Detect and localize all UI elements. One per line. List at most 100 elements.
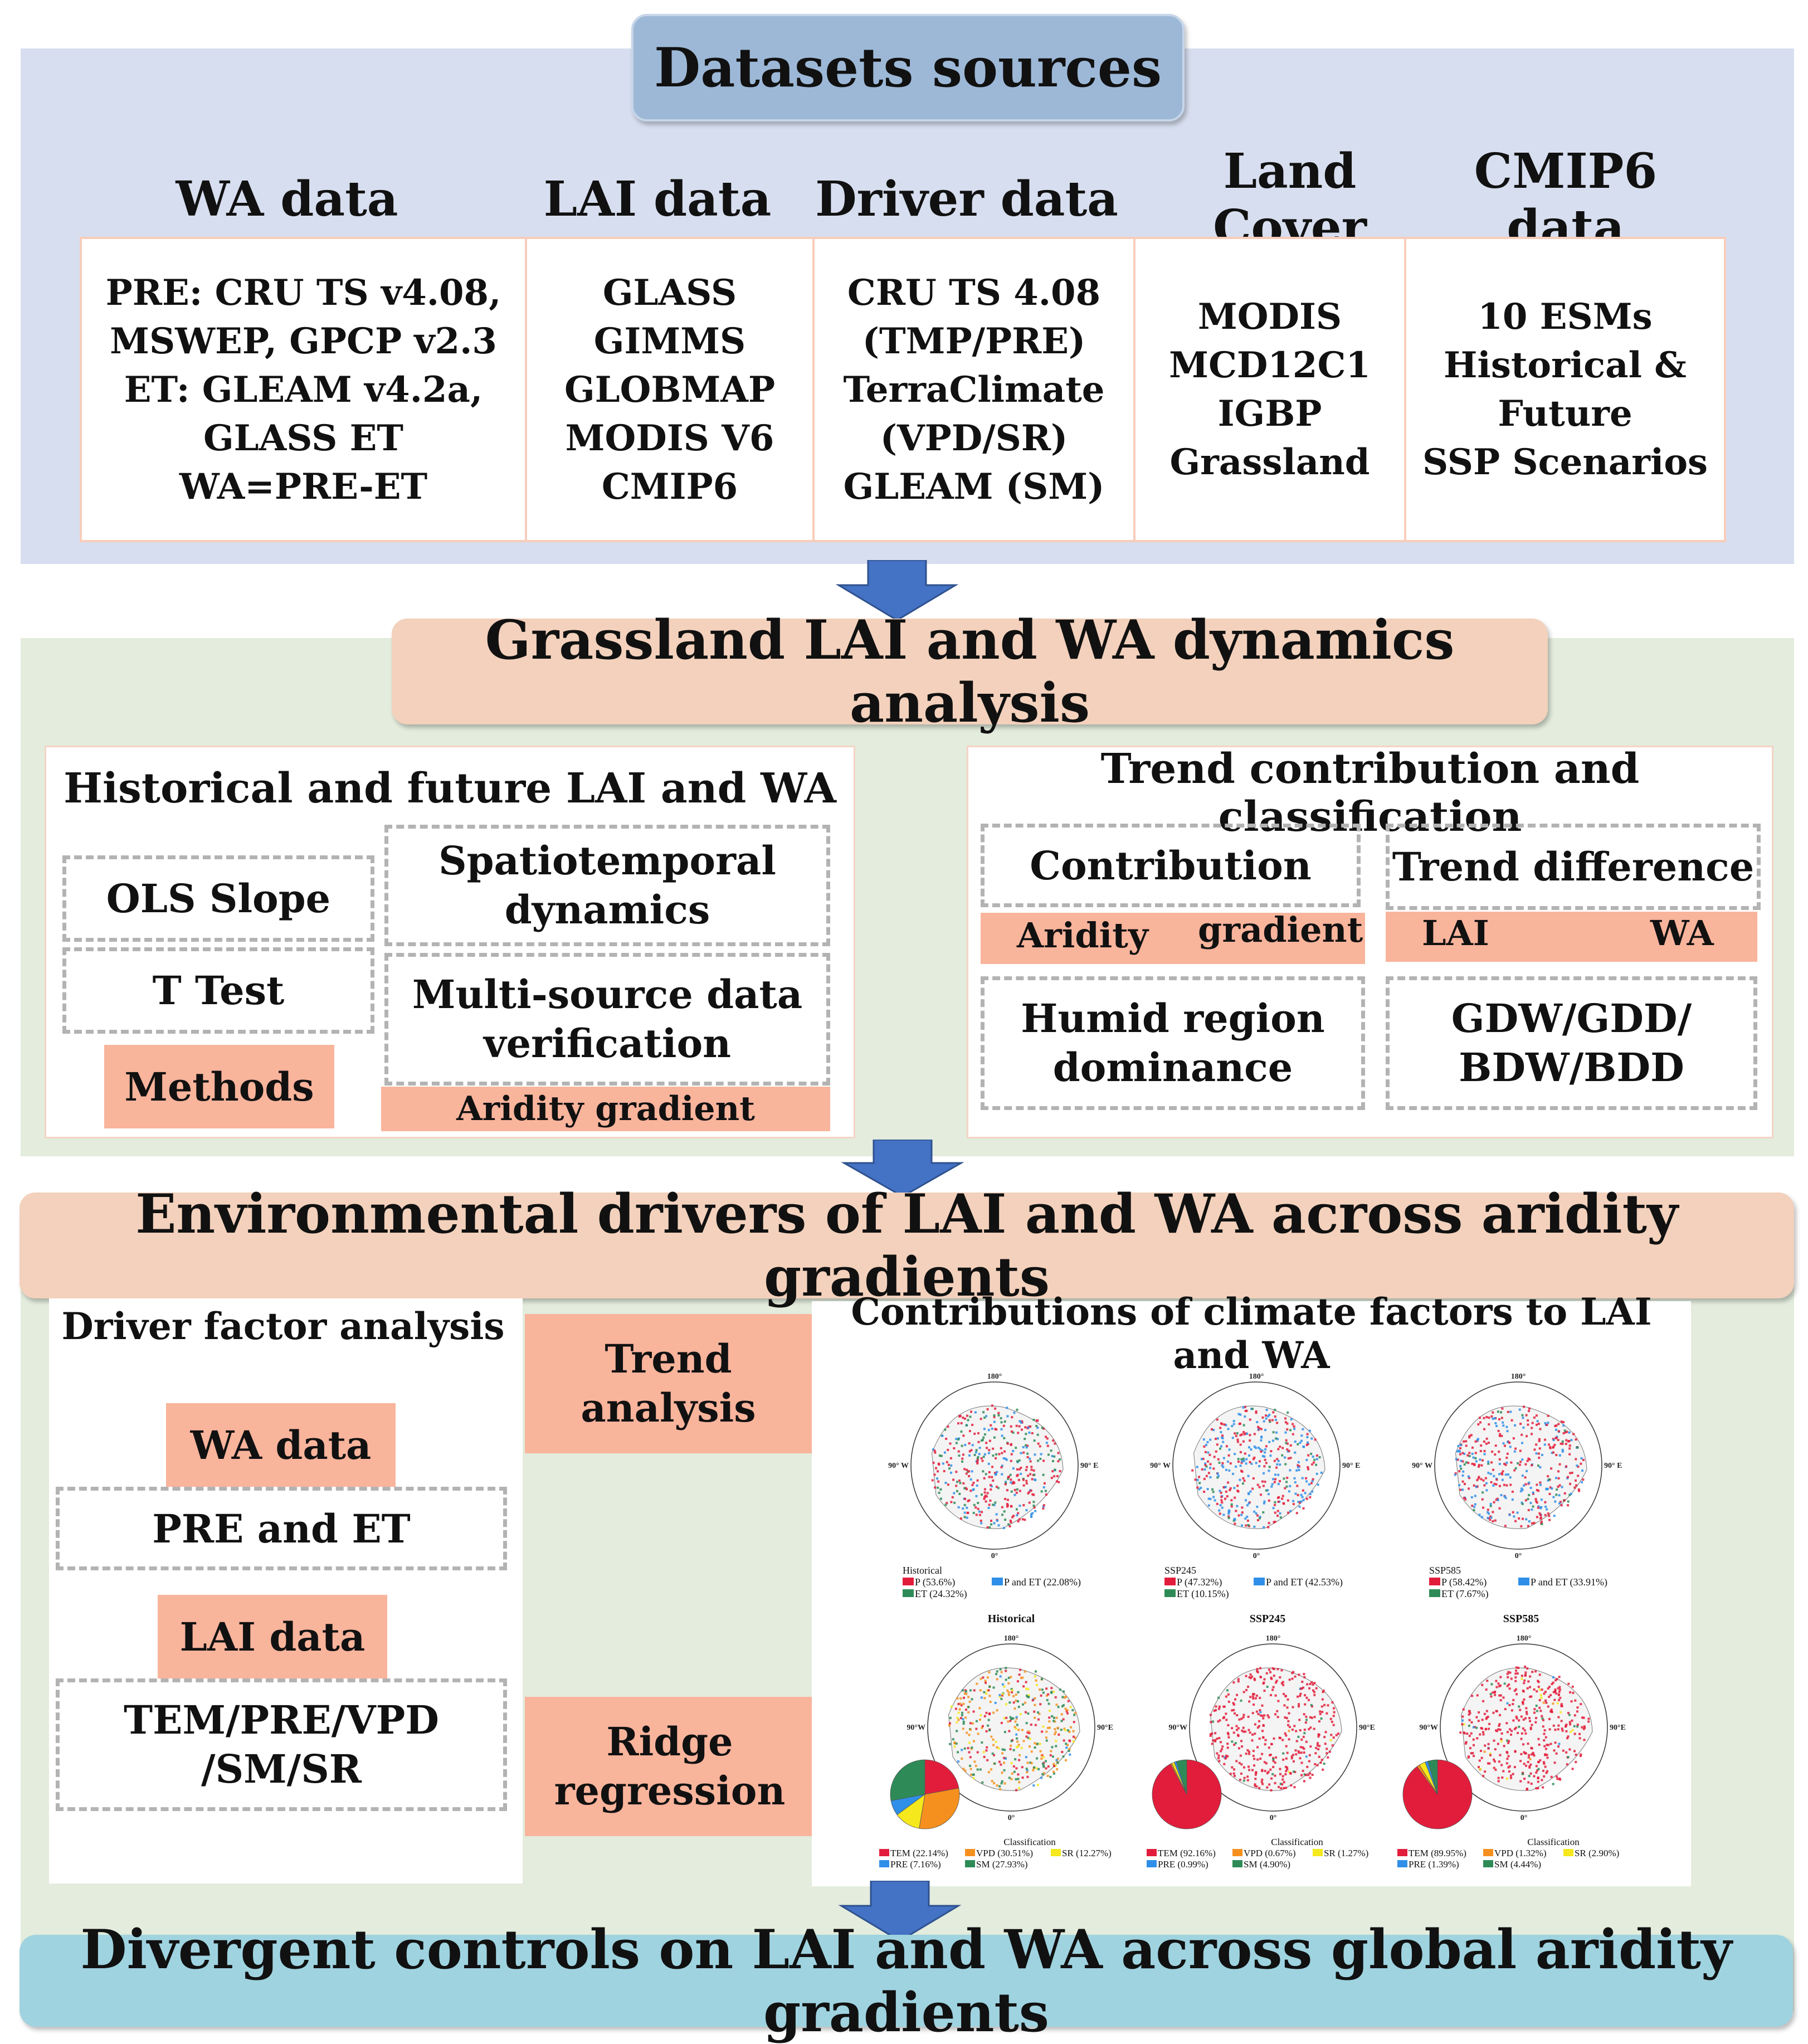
map-cell: [1255, 1694, 1258, 1697]
map-cell: [1015, 1693, 1017, 1696]
map-cell: [968, 1499, 971, 1502]
map-cell: [1040, 1758, 1043, 1760]
map-cell: [1318, 1755, 1320, 1758]
map-cell: [998, 1693, 1001, 1696]
map-cell: [1065, 1746, 1068, 1749]
map-cell: [1497, 1498, 1499, 1501]
map-cell: [1202, 1438, 1205, 1441]
map-cell: [1524, 1671, 1527, 1674]
map-cell: [1037, 1442, 1040, 1445]
map-cell: [1277, 1700, 1280, 1702]
map-cell: [1514, 1726, 1517, 1729]
map-cell: [1489, 1519, 1492, 1521]
map-cell: [1022, 1740, 1025, 1743]
map-cell: [1031, 1512, 1034, 1515]
map-cell: [1302, 1686, 1305, 1689]
map-cell: [956, 1730, 958, 1732]
map-cell: [1307, 1468, 1310, 1471]
map-cell: [1064, 1729, 1067, 1731]
map-cell: [1001, 1694, 1003, 1697]
map-cell: [1489, 1505, 1492, 1507]
map-cell: [1224, 1497, 1226, 1500]
map-cell: [1557, 1439, 1560, 1442]
map-cell: [1570, 1439, 1573, 1442]
map-cell: [1233, 1768, 1236, 1771]
map-cell: [1475, 1460, 1478, 1463]
map-cell: [1222, 1440, 1225, 1443]
map-cell: [985, 1495, 988, 1498]
map-cell: [1548, 1443, 1551, 1446]
map-cell: [1032, 1469, 1035, 1472]
map-cell: [1557, 1423, 1560, 1425]
map-cell: [1227, 1428, 1230, 1430]
map-cell: [986, 1408, 989, 1410]
map-cell: [1557, 1477, 1560, 1480]
map-cell: [1544, 1736, 1547, 1739]
map-cell: [1522, 1690, 1525, 1693]
map-cell: [1459, 1464, 1462, 1467]
map-cell: [1279, 1783, 1282, 1785]
map-cell: [1219, 1504, 1222, 1507]
map-cell: [968, 1470, 971, 1473]
map-cell: [1256, 1420, 1259, 1423]
map-cell: [1255, 1410, 1258, 1413]
map-cell: [1533, 1711, 1536, 1714]
map-cell: [1222, 1457, 1225, 1459]
map-cell: [1271, 1773, 1274, 1775]
map-cell: [1074, 1736, 1076, 1739]
map-cell: [1514, 1424, 1517, 1427]
map-cell: [1066, 1709, 1069, 1711]
map-cell: [1258, 1427, 1261, 1430]
map-cell: [1005, 1670, 1007, 1672]
map-cell: [1028, 1431, 1031, 1434]
map-cell: [1261, 1715, 1264, 1717]
map-cell: [1318, 1745, 1321, 1748]
map-cell: [1013, 1726, 1016, 1729]
map-cell: [1270, 1777, 1273, 1780]
map-cell: [1261, 1730, 1264, 1732]
map-cell: [1476, 1479, 1479, 1482]
map-cell: [1001, 1683, 1004, 1686]
red-swatch-icon: [1164, 1578, 1176, 1585]
map-cell: [1477, 1423, 1480, 1426]
map-cell: [1306, 1683, 1309, 1686]
map-cell: [1300, 1751, 1303, 1754]
map-cell: [1251, 1739, 1254, 1742]
map-cell: [1494, 1417, 1497, 1420]
map-cell: [1006, 1498, 1009, 1501]
map-cell: [1541, 1779, 1543, 1782]
map-cell: [1505, 1762, 1508, 1765]
map-cell: [1046, 1444, 1049, 1447]
map-cell: [956, 1697, 959, 1700]
map-cell: [1554, 1424, 1557, 1427]
map-cell: [1000, 1763, 1002, 1766]
map-cell: [977, 1432, 979, 1435]
map-cell: [1285, 1745, 1288, 1748]
map-cell: [1001, 1434, 1003, 1437]
map-cell: [1509, 1733, 1512, 1736]
map-cell: [1320, 1471, 1323, 1474]
map-cell: [969, 1415, 972, 1418]
map-cell: [1237, 1458, 1240, 1461]
map-cell: [969, 1764, 972, 1767]
map-cell: [1000, 1721, 1003, 1724]
map-cell: [962, 1453, 964, 1456]
map-cell: [1528, 1775, 1531, 1778]
map-cell: [1294, 1675, 1297, 1678]
map-cell: [1501, 1407, 1504, 1410]
map-cell: [1289, 1510, 1292, 1512]
map-cell: [1528, 1717, 1531, 1720]
map-cell: [1001, 1748, 1004, 1751]
map-cell: [1316, 1744, 1319, 1747]
map-cell: [1524, 1752, 1527, 1755]
map-cell: [1207, 1504, 1210, 1507]
map-cell: [1272, 1758, 1275, 1761]
map-cell: [1507, 1676, 1509, 1678]
map-cell: [1519, 1423, 1522, 1425]
map-cell: [1006, 1489, 1008, 1492]
map-cell: [1303, 1748, 1305, 1750]
map-cell: [1016, 1745, 1019, 1748]
map-cell: [1228, 1448, 1231, 1451]
map-cell: [1006, 1505, 1008, 1508]
map-cell: [1544, 1691, 1547, 1693]
